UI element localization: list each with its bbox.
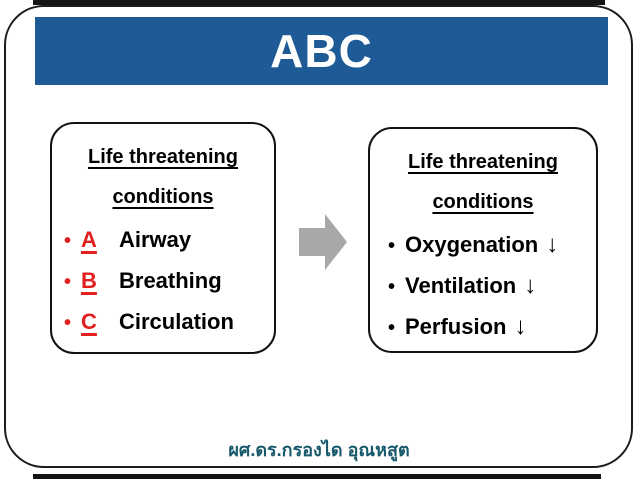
left-conditions-box: Life threatening conditions • A Airway •… <box>50 122 276 354</box>
decrease-arrow-icon: ↓ <box>514 313 527 340</box>
abc-letter-c: C <box>81 309 97 334</box>
list-item-breathing: • B Breathing <box>52 261 274 302</box>
list-item-airway: • A Airway <box>52 220 274 261</box>
bullet-icon: • <box>388 317 396 339</box>
item-label: Circulation <box>119 309 234 334</box>
item-label: Oxygenation <box>405 232 539 257</box>
right-conditions-box: Life threatening conditions • Oxygenatio… <box>368 127 598 353</box>
bottom-edge-strip <box>33 474 601 479</box>
abc-letter-b: B <box>81 268 97 293</box>
right-arrow-icon <box>299 212 348 272</box>
author-credit: ผศ.ดร.กรองได อุณหสูต <box>228 440 410 460</box>
list-item-ventilation: • Ventilation ↓ <box>370 266 596 307</box>
left-bullet-list: • A Airway • B Breathing • C Circulation <box>52 220 274 343</box>
list-item-circulation: • C Circulation <box>52 302 274 343</box>
item-label: Ventilation <box>405 273 517 298</box>
title-bar: ABC <box>35 17 608 85</box>
left-heading-line2: conditions <box>112 186 214 208</box>
bullet-icon: • <box>388 276 396 298</box>
top-edge-strip <box>33 0 605 5</box>
decrease-arrow-icon: ↓ <box>546 231 559 258</box>
right-heading-line2: conditions <box>432 191 534 213</box>
item-label: Perfusion <box>405 314 507 339</box>
right-heading-line1: Life threatening <box>407 151 558 173</box>
left-box-heading: Life threatening conditions <box>52 124 274 217</box>
bullet-icon: • <box>64 312 72 334</box>
bullet-icon: • <box>64 271 72 293</box>
right-box-heading: Life threatening conditions <box>370 129 596 222</box>
right-bullet-list: • Oxygenation ↓ • Ventilation ↓ • Perfus… <box>370 225 596 348</box>
list-item-oxygenation: • Oxygenation ↓ <box>370 225 596 266</box>
bullet-icon: • <box>388 235 396 257</box>
slide-title: ABC <box>270 25 373 77</box>
list-item-perfusion: • Perfusion ↓ <box>370 307 596 348</box>
item-label: Airway <box>119 227 192 252</box>
item-label: Breathing <box>119 268 222 293</box>
left-heading-line1: Life threatening <box>87 146 238 168</box>
abc-letter-a: A <box>81 227 97 252</box>
decrease-arrow-icon: ↓ <box>524 272 537 299</box>
bullet-icon: • <box>64 230 72 252</box>
